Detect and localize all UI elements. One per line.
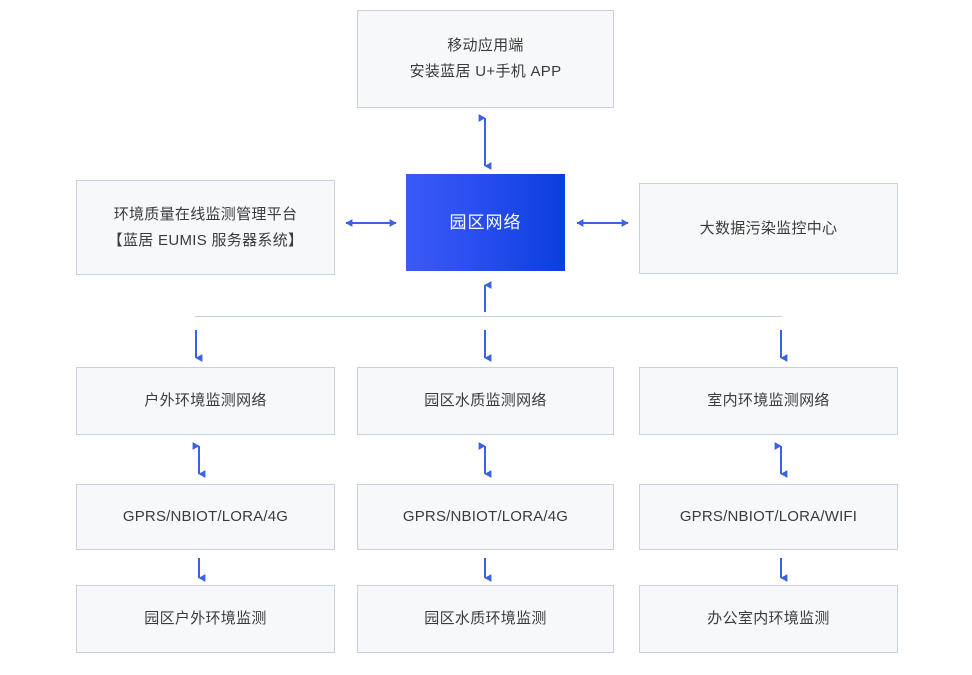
node-park-network: 园区网络	[406, 174, 565, 271]
node-protocol-indoor: GPRS/NBIOT/LORA/WIFI	[639, 484, 898, 550]
node-park-network-label: 园区网络	[449, 212, 522, 232]
node-indoor-network: 室内环境监测网络	[639, 367, 898, 435]
node-terminal-water: 园区水质环境监测	[357, 585, 614, 653]
distribution-bus-line	[195, 316, 782, 317]
node-terminal-outdoor-label: 园区户外环境监测	[144, 610, 267, 627]
node-protocol-outdoor-label: GPRS/NBIOT/LORA/4G	[122, 508, 289, 525]
node-protocol-water: GPRS/NBIOT/LORA/4G	[357, 484, 614, 550]
node-terminal-water-label: 园区水质环境监测	[424, 610, 547, 627]
node-protocol-water-label: GPRS/NBIOT/LORA/4G	[402, 508, 569, 525]
node-indoor-network-label: 室内环境监测网络	[707, 392, 830, 409]
node-mobile-app: 移动应用端 安装蓝居 U+手机 APP	[357, 10, 614, 108]
node-outdoor-network: 户外环境监测网络	[76, 367, 335, 435]
node-management-platform-line2: 【蓝居 EUMIS 服务器系统】	[107, 231, 304, 249]
node-water-network: 园区水质监测网络	[357, 367, 614, 435]
node-protocol-indoor-label: GPRS/NBIOT/LORA/WIFI	[679, 508, 858, 525]
node-mobile-app-line1: 移动应用端	[447, 37, 524, 54]
node-terminal-outdoor: 园区户外环境监测	[76, 585, 335, 653]
node-protocol-outdoor: GPRS/NBIOT/LORA/4G	[76, 484, 335, 550]
node-bigdata-center-label: 大数据污染监控中心	[699, 219, 838, 237]
node-water-network-label: 园区水质监测网络	[424, 392, 547, 409]
node-terminal-indoor: 办公室内环境监测	[639, 585, 898, 653]
node-terminal-indoor-label: 办公室内环境监测	[707, 610, 830, 627]
node-mobile-app-line2: 安装蓝居 U+手机 APP	[409, 63, 562, 80]
node-management-platform-line1: 环境质量在线监测管理平台	[113, 205, 298, 223]
node-management-platform: 环境质量在线监测管理平台 【蓝居 EUMIS 服务器系统】	[76, 180, 335, 275]
node-bigdata-center: 大数据污染监控中心	[639, 183, 898, 274]
node-outdoor-network-label: 户外环境监测网络	[144, 392, 267, 409]
